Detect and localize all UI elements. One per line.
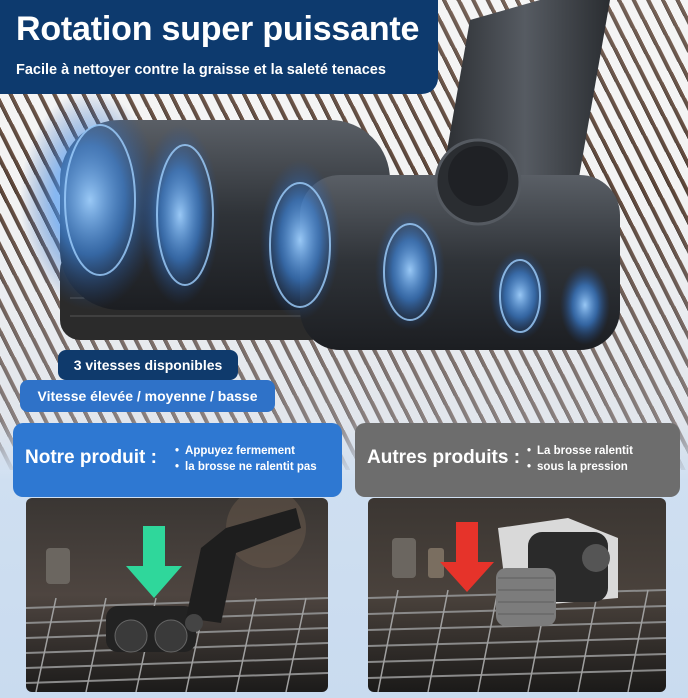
page-title: Rotation super puissante	[16, 10, 420, 48]
glow-ring-1	[20, 90, 160, 310]
other-products-title: Autres produits :	[367, 447, 521, 468]
glow-ring-4	[375, 210, 445, 330]
downward-arrow-icon	[440, 522, 494, 592]
our-product-card: Notre produit : Appuyez fermement la bro…	[13, 423, 342, 497]
other-products-bullets: La brosse ralentit sous la pression	[527, 443, 633, 475]
our-product-title: Notre produit :	[25, 447, 157, 468]
glow-ring-6	[560, 265, 610, 345]
our-product-bullet: Appuyez fermement	[175, 443, 317, 459]
our-product-bullets: Appuyez fermement la brosse ne ralentit …	[175, 443, 317, 475]
our-product-bullet: la brosse ne ralentit pas	[175, 459, 317, 475]
glow-ring-5	[490, 250, 550, 340]
other-products-bullet: La brosse ralentit	[527, 443, 633, 459]
other-products-bullet: sous la pression	[527, 459, 633, 475]
title-panel: Rotation super puissante Facile à nettoy…	[0, 0, 438, 94]
page-subtitle: Facile à nettoyer contre la graisse et l…	[16, 62, 386, 78]
brush-product-illustration	[20, 0, 620, 350]
downward-arrow-icon	[126, 526, 182, 598]
speed-levels-badge: Vitesse élevée / moyenne / basse	[20, 380, 275, 412]
other-products-card: Autres produits : La brosse ralentit sou…	[355, 423, 680, 497]
other-products-photo	[368, 498, 666, 692]
glow-ring-2	[140, 125, 220, 305]
our-product-photo	[26, 498, 328, 692]
speeds-badge: 3 vitesses disponibles	[58, 350, 238, 380]
